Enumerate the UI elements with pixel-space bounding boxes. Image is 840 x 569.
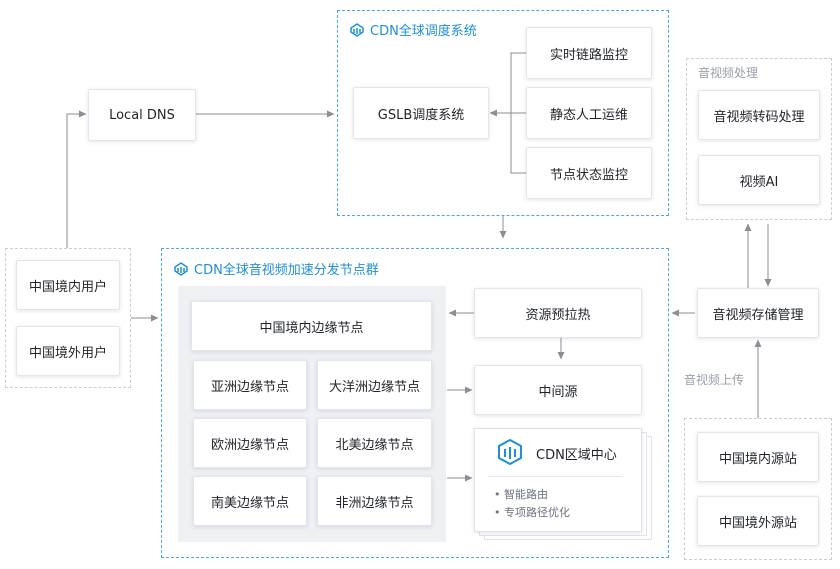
region-center-item-1: 专项路径优化 — [504, 506, 570, 519]
europe-edge-label: 欧洲边缘节点 — [210, 437, 289, 453]
storage-box[interactable]: 音视频存储管理 — [697, 288, 819, 338]
node-monitor-label: 节点状态监控 — [549, 167, 628, 183]
overseas-user-label: 中国境外用户 — [28, 345, 107, 361]
storage-label: 音视频存储管理 — [712, 307, 804, 323]
domestic-origin-box[interactable]: 中国境内源站 — [697, 432, 819, 482]
prefetch-box[interactable]: 资源预拉热 — [474, 288, 642, 338]
oceania-edge-box[interactable]: 大洋洲边缘节点 — [317, 360, 432, 410]
domestic-edge-label: 中国境内边缘节点 — [259, 320, 364, 336]
node-group-title: CDN全球音视频加速分发节点群 — [174, 259, 379, 278]
gslb-group-label: CDN全球调度系统 — [370, 24, 477, 39]
domestic-origin-label: 中国境内源站 — [718, 451, 797, 467]
local-dns-box[interactable]: Local DNS — [88, 89, 196, 141]
region-center-item-path: • 专项路径优化 — [494, 506, 570, 519]
overseas-user-box[interactable]: 中国境外用户 — [16, 326, 120, 376]
middle-origin-label: 中间源 — [538, 384, 578, 400]
node-group — [161, 248, 669, 558]
node-monitor-box[interactable]: 节点状态监控 — [526, 147, 652, 199]
users-to-dns-line — [66, 110, 87, 248]
region-center-item-0: 智能路由 — [504, 488, 548, 501]
static-ops-label: 静态人工运维 — [549, 107, 628, 123]
europe-edge-box[interactable]: 欧洲边缘节点 — [193, 418, 307, 468]
region-center-divider — [488, 476, 622, 477]
av-processing-group — [686, 58, 832, 220]
origin-group — [684, 418, 832, 560]
users-group — [5, 248, 131, 388]
region-center-item-routing: • 智能路由 — [494, 488, 548, 501]
na-edge-box[interactable]: 北美边缘节点 — [317, 418, 432, 468]
sa-edge-label: 南美边缘节点 — [210, 495, 289, 511]
asia-edge-box[interactable]: 亚洲边缘节点 — [193, 360, 307, 410]
sa-edge-box[interactable]: 南美边缘节点 — [193, 476, 307, 526]
prefetch-label: 资源预拉热 — [525, 307, 591, 323]
av-transcode-box[interactable]: 音视频转码处理 — [698, 90, 820, 140]
overseas-origin-box[interactable]: 中国境外源站 — [697, 496, 819, 546]
static-ops-box[interactable]: 静态人工运维 — [526, 87, 652, 139]
upload-label: 音视频上传 — [684, 373, 745, 387]
gslb-box[interactable]: GSLB调度系统 — [353, 87, 489, 139]
video-ai-label: 视频AI — [739, 174, 779, 190]
realtime-monitor-label: 实时链路监控 — [549, 47, 628, 63]
middle-origin-box[interactable]: 中间源 — [474, 365, 642, 415]
node-group-label: CDN全球音视频加速分发节点群 — [194, 263, 379, 278]
africa-edge-label: 非洲边缘节点 — [335, 495, 414, 511]
video-ai-box[interactable]: 视频AI — [698, 155, 820, 205]
oceania-edge-label: 大洋洲边缘节点 — [328, 379, 420, 395]
overseas-origin-label: 中国境外源站 — [718, 515, 797, 531]
local-dns-label: Local DNS — [109, 107, 175, 123]
cdn-logo-icon — [350, 22, 364, 37]
domestic-user-box[interactable]: 中国境内用户 — [16, 260, 120, 310]
region-center-icon — [498, 438, 522, 466]
domestic-user-label: 中国境内用户 — [28, 279, 107, 295]
africa-edge-box[interactable]: 非洲边缘节点 — [317, 476, 432, 526]
gslb-group — [337, 10, 669, 216]
asia-edge-label: 亚洲边缘节点 — [210, 379, 289, 395]
gslb-group-title: CDN全球调度系统 — [350, 20, 477, 39]
region-center-title: CDN区域中心 — [536, 448, 617, 463]
domestic-edge-box[interactable]: 中国境内边缘节点 — [191, 301, 432, 351]
gslb-label: GSLB调度系统 — [377, 107, 465, 123]
av-transcode-label: 音视频转码处理 — [713, 109, 805, 125]
na-edge-label: 北美边缘节点 — [335, 437, 414, 453]
cdn-logo-icon — [174, 261, 188, 276]
realtime-monitor-box[interactable]: 实时链路监控 — [526, 27, 652, 79]
av-processing-title: 音视频处理 — [698, 66, 759, 80]
